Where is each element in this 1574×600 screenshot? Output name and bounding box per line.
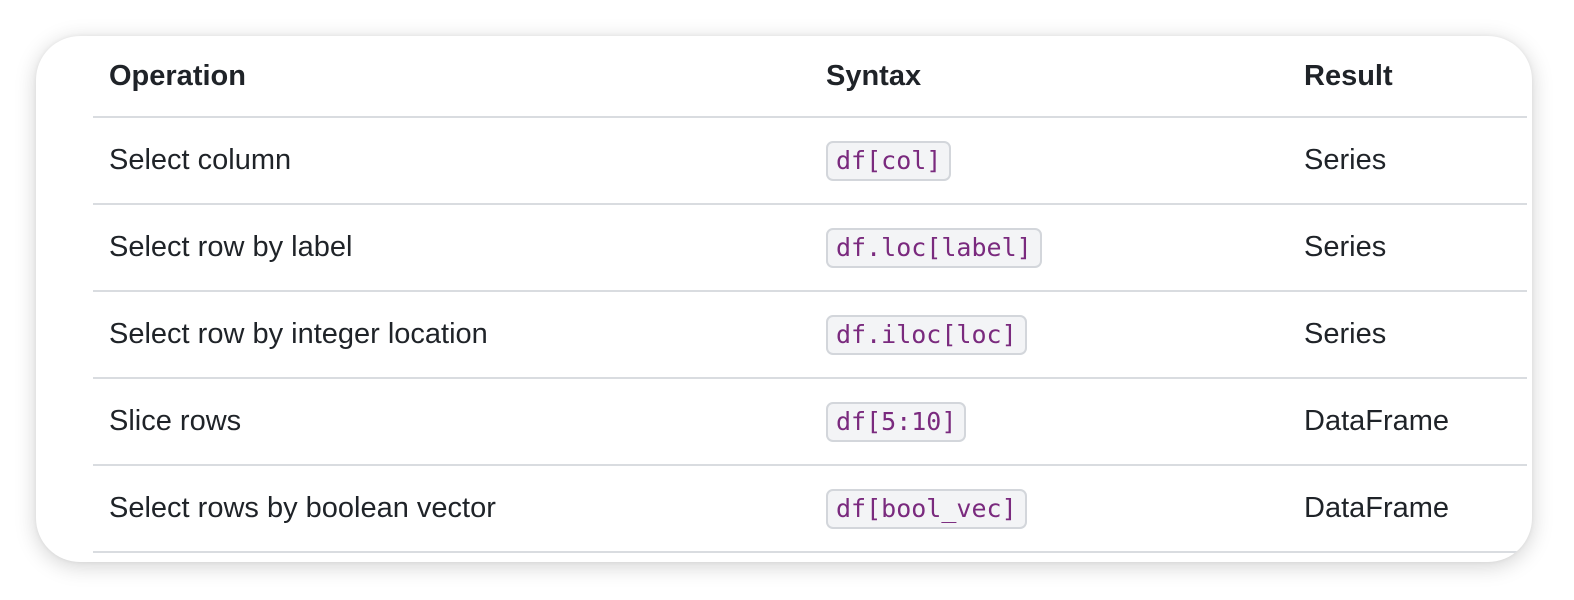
header-operation: Operation: [93, 36, 810, 118]
syntax-code: df.iloc[loc]: [826, 314, 1027, 355]
table-row: Select rows by boolean vector df[bool_ve…: [93, 465, 1527, 553]
result-cell: DataFrame: [1288, 378, 1527, 466]
operation-cell: Select row by label: [93, 204, 810, 292]
table-header: Operation Syntax Result: [93, 36, 1527, 118]
table-row: Select row by label df.loc[label] Series: [93, 204, 1527, 292]
header-syntax: Syntax: [810, 36, 1288, 118]
syntax-code: df[bool_vec]: [826, 488, 1027, 529]
syntax-code: df[col]: [826, 140, 952, 181]
header-result: Result: [1288, 36, 1527, 118]
operation-cell: Select row by integer location: [93, 291, 810, 379]
table-row: Slice rows df[5:10] DataFrame: [93, 378, 1527, 466]
operation-cell: Select column: [93, 117, 810, 205]
operation-cell: Select rows by boolean vector: [93, 465, 810, 553]
syntax-cell: df[5:10]: [810, 378, 1288, 466]
result-cell: Series: [1288, 117, 1527, 205]
header-row: Operation Syntax Result: [93, 36, 1527, 118]
syntax-code: df.loc[label]: [826, 227, 1042, 268]
syntax-cell: df[bool_vec]: [810, 465, 1288, 553]
result-cell: Series: [1288, 204, 1527, 292]
indexing-table: Operation Syntax Result Select column df…: [93, 36, 1527, 553]
table-body: Select column df[col] Series Select row …: [93, 117, 1527, 553]
operation-cell: Slice rows: [93, 378, 810, 466]
table-row: Select column df[col] Series: [93, 117, 1527, 205]
syntax-cell: df.loc[label]: [810, 204, 1288, 292]
syntax-cell: df[col]: [810, 117, 1288, 205]
table-row: Select row by integer location df.iloc[l…: [93, 291, 1527, 379]
syntax-cell: df.iloc[loc]: [810, 291, 1288, 379]
table-card: Operation Syntax Result Select column df…: [36, 36, 1532, 562]
syntax-code: df[5:10]: [826, 401, 967, 442]
result-cell: Series: [1288, 291, 1527, 379]
result-cell: DataFrame: [1288, 465, 1527, 553]
